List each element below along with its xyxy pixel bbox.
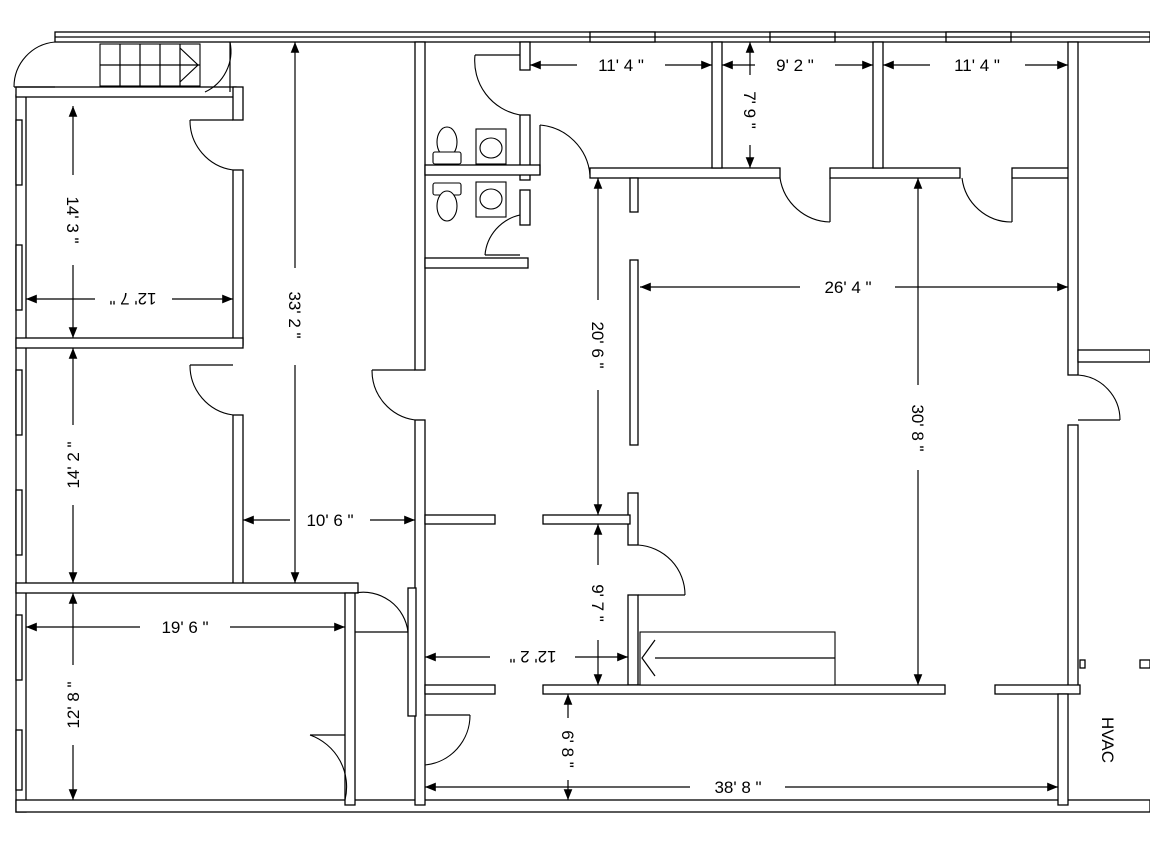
dim-label: 11' 4 " — [598, 56, 644, 75]
stairs-top — [99, 43, 201, 87]
dim-label: 30' 8 " — [908, 404, 927, 451]
sink-icon — [475, 181, 507, 218]
dimension-lines — [25, 41, 1068, 800]
dim-label: 9' 2 " — [776, 56, 814, 75]
stairs-bottom — [639, 631, 836, 686]
dim-label: 11' 4 " — [954, 56, 1000, 75]
dim-label: 26' 4 " — [824, 278, 871, 297]
dim-label: 10' 6 " — [306, 511, 353, 530]
dim-label: 12' 8 " — [64, 681, 83, 728]
windows — [15, 31, 1012, 791]
dim-label: 14' 3 " — [63, 196, 82, 243]
dim-label: 6' 8 " — [558, 730, 577, 768]
hvac-label: HVAC — [1098, 717, 1117, 763]
dim-label: 20' 6 " — [588, 321, 607, 368]
toilet-icon — [432, 182, 462, 222]
exterior-walls — [15, 31, 1150, 813]
sink-icon — [475, 128, 507, 165]
dim-label: 38' 8 " — [714, 778, 761, 797]
dim-label: 7' 9 " — [740, 91, 759, 129]
interior-walls — [15, 41, 1150, 806]
dim-label: 9' 7 " — [588, 584, 607, 622]
dim-label: 14' 2 " — [64, 441, 83, 488]
dim-label: 19' 6 " — [161, 618, 208, 637]
dim-label: 12' 7 " — [109, 289, 156, 308]
doors — [13, 41, 1121, 801]
dim-label: 33' 2 " — [285, 291, 304, 338]
toilet-icon — [432, 126, 462, 165]
dim-label: 12' 2 " — [509, 647, 556, 666]
